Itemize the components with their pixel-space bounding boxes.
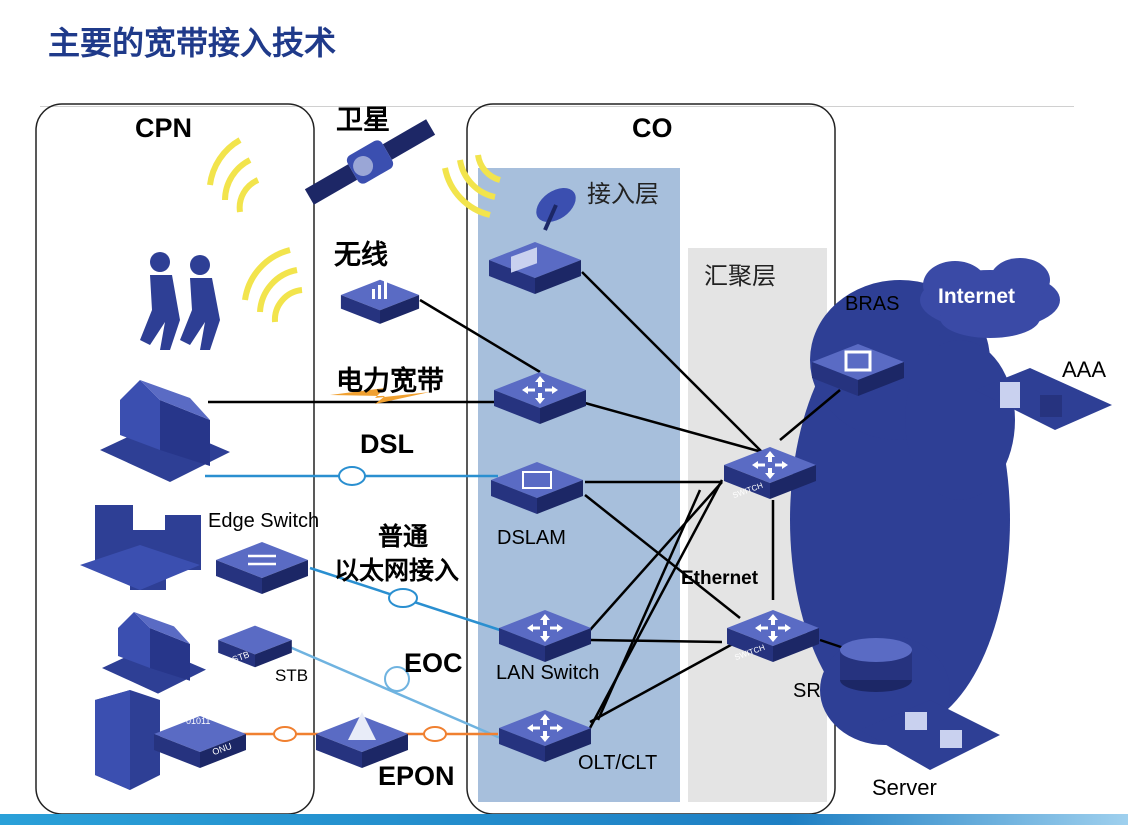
bras-label: BRAS	[845, 293, 900, 315]
satellite-dish-icon	[536, 187, 576, 231]
internet-cloud	[920, 258, 1060, 338]
bras-device	[812, 344, 904, 396]
edge-switch-label: Edge Switch	[208, 510, 320, 532]
olt-label: OLT/CLT	[578, 752, 658, 774]
wireless-waves-icon	[207, 137, 501, 323]
link-agg-bras	[779, 389, 841, 441]
aaa-server-icon	[975, 368, 1112, 430]
link-agg1	[584, 401, 763, 454]
eoc-line-marker	[384, 666, 410, 692]
link-lan-agg	[589, 481, 723, 631]
aggregation-layer-label: 汇聚层	[704, 262, 776, 290]
aaa-label: AAA	[1062, 357, 1107, 382]
router-device	[840, 638, 912, 692]
epon-label: EPON	[378, 761, 455, 791]
office-building-icon	[95, 690, 160, 790]
internet-label: Internet	[938, 285, 1016, 308]
link-lan-sr	[589, 638, 723, 644]
sr-label: SR	[793, 680, 821, 702]
region-label-cpn: CPN	[135, 113, 193, 143]
access-layer-label: 接入层	[587, 180, 659, 208]
powerline-lightning-icon	[330, 388, 430, 404]
ethernet-access-label-1: 普通	[378, 522, 429, 551]
links	[208, 271, 851, 729]
link-dslam-sr	[584, 494, 741, 619]
link-eoc	[284, 643, 506, 742]
dslam-device	[491, 462, 583, 514]
link-access-agg	[581, 271, 763, 453]
link-mesh	[596, 489, 702, 721]
footer-bar	[0, 814, 1128, 825]
wireless-label: 无线	[334, 240, 388, 271]
dslam-label: DSLAM	[497, 527, 566, 549]
ethernet-label: Ethernet	[681, 568, 759, 589]
satellite-icon	[304, 119, 436, 205]
apartment-buildings-icon	[80, 505, 201, 590]
server-farm-icon	[860, 700, 1000, 770]
splitter-device	[316, 712, 408, 768]
satellite-label: 卫星	[336, 105, 390, 136]
onu-bits-tag: 01011	[186, 716, 211, 726]
satellite-terminal-device	[489, 242, 581, 294]
epon-line-marker-b	[423, 726, 447, 742]
stb-device	[218, 625, 292, 668]
edge-switch-device	[216, 542, 308, 594]
dsl-line-marker	[338, 466, 366, 486]
link-olt-sr	[589, 638, 741, 724]
lan-switch-label: LAN Switch	[496, 662, 600, 684]
house-icon	[100, 380, 230, 482]
server-label: Server	[872, 775, 937, 800]
slide-title: 主要的宽带接入技术	[48, 24, 337, 62]
link-wireless	[419, 298, 541, 374]
house-small-icon	[102, 612, 206, 694]
people-icon	[140, 252, 220, 350]
powerline-label: 电力宽带	[336, 366, 444, 397]
ethernet-line-marker	[388, 588, 418, 608]
stb-label: STB	[275, 666, 309, 685]
epon-line-marker-a	[273, 726, 297, 742]
title-divider	[40, 106, 1074, 107]
backbone-cloud	[790, 280, 1015, 745]
region-label-co: CO	[632, 113, 673, 143]
ethernet-access-label-2: 以太网接入	[334, 556, 460, 585]
eoc-label: EOC	[404, 648, 463, 678]
wireless-base-station	[340, 279, 420, 324]
dsl-label: DSL	[360, 429, 414, 459]
